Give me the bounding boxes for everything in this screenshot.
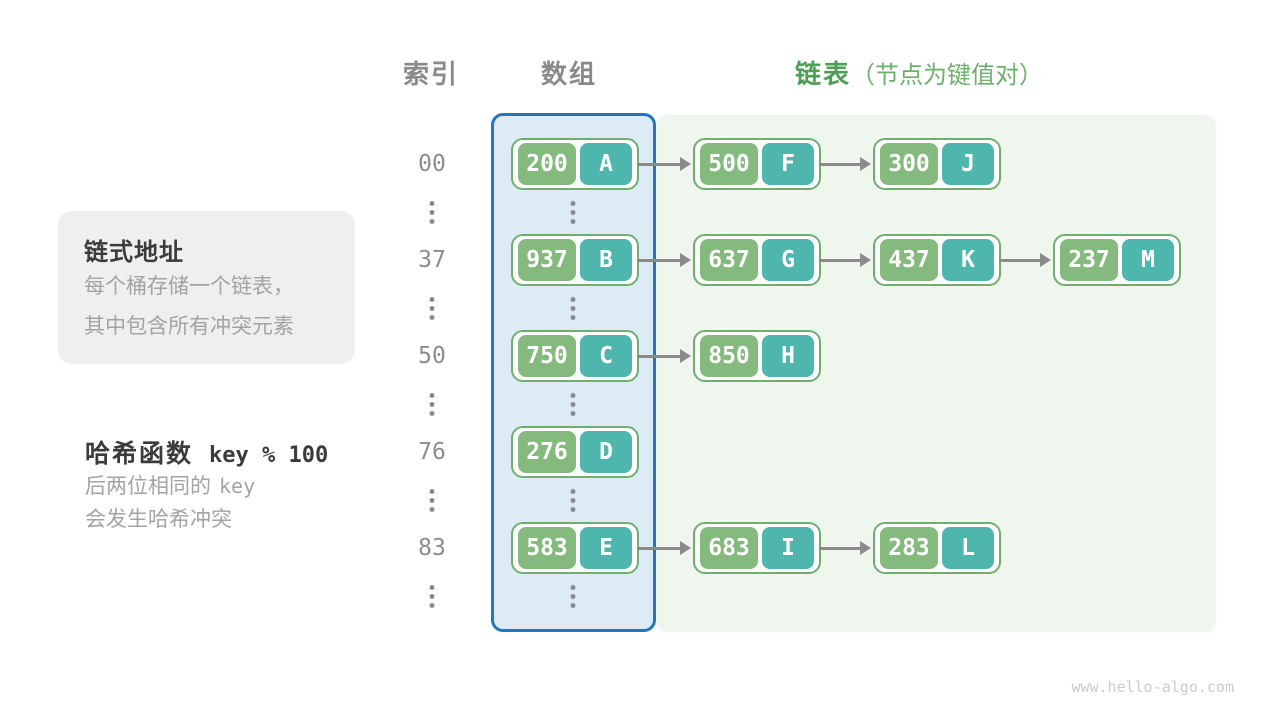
pair-key-cell: 683 [700, 527, 758, 569]
column-header-chain: 链表（节点为键值对） [795, 54, 1043, 91]
next-pointer-arrow [999, 253, 1051, 267]
ellipsis-dots [429, 585, 435, 608]
pair-key-cell: 237 [1060, 239, 1118, 281]
chain-header-title: 链表 [795, 59, 852, 89]
pair-value-cell: I [762, 527, 814, 569]
pair-key-cell: 200 [518, 143, 576, 185]
ellipsis-dots [570, 585, 576, 608]
pair-value-cell: D [580, 431, 632, 473]
pair-value-cell: J [942, 143, 994, 185]
hash-function-note: 哈希函数 key % 100 后两位相同的 key 会发生哈希冲突 [85, 434, 405, 536]
pair-key-cell: 300 [880, 143, 938, 185]
column-header-index: 索引 [402, 59, 460, 89]
next-pointer-arrow [819, 253, 871, 267]
hash-function-title: 哈希函数 key % 100 [85, 434, 405, 470]
pair-value-cell: M [1122, 239, 1174, 281]
hash-note-line1-text: 后两位相同的 [85, 475, 211, 498]
hash-note-line1: 后两位相同的 key [85, 470, 405, 503]
pair-value-cell: A [580, 143, 632, 185]
chain-header-note: （节点为键值对） [851, 62, 1044, 89]
pair-value-cell: K [942, 239, 994, 281]
pair-key-cell: 937 [518, 239, 576, 281]
pair-value-cell: E [580, 527, 632, 569]
next-pointer-arrow [637, 541, 691, 555]
next-pointer-arrow [819, 541, 871, 555]
ellipsis-dots [570, 201, 576, 224]
info-box-title: 链式地址 [84, 239, 184, 266]
pair-value-cell: G [762, 239, 814, 281]
pair-key-cell: 437 [880, 239, 938, 281]
pair-key-cell: 283 [880, 527, 938, 569]
hash-function-title-cn: 哈希函数 [85, 440, 194, 468]
hash-note-line2: 会发生哈希冲突 [85, 508, 232, 531]
column-header-array: 数组 [540, 59, 598, 89]
pair-key-cell: 850 [700, 335, 758, 377]
bucket-index-label: 76 [418, 439, 446, 465]
pair-value-cell: H [762, 335, 814, 377]
ellipsis-dots [570, 489, 576, 512]
hash-note-line1-code: key [219, 474, 256, 498]
pair-key-cell: 500 [700, 143, 758, 185]
bucket-index-label: 83 [418, 535, 446, 561]
pair-key-cell: 750 [518, 335, 576, 377]
pair-key-cell: 583 [518, 527, 576, 569]
ellipsis-dots [570, 393, 576, 416]
watermark: www.hello-algo.com [1071, 678, 1234, 696]
hash-function-code: key % 100 [209, 443, 329, 468]
next-pointer-arrow [637, 349, 691, 363]
info-box-line2: 其中包含所有冲突元素 [84, 315, 294, 338]
pair-value-cell: F [762, 143, 814, 185]
next-pointer-arrow [637, 157, 691, 171]
next-pointer-arrow [637, 253, 691, 267]
ellipsis-dots [429, 297, 435, 320]
pair-value-cell: L [942, 527, 994, 569]
pair-value-cell: B [580, 239, 632, 281]
ellipsis-dots [429, 393, 435, 416]
bucket-index-label: 00 [418, 151, 446, 177]
ellipsis-dots [570, 297, 576, 320]
pair-value-cell: C [580, 335, 632, 377]
pair-key-cell: 276 [518, 431, 576, 473]
ellipsis-dots [429, 489, 435, 512]
info-box-line1: 每个桶存储一个链表， [84, 275, 294, 298]
pair-key-cell: 637 [700, 239, 758, 281]
bucket-index-label: 50 [418, 343, 446, 369]
bucket-index-label: 37 [418, 247, 446, 273]
concept-info-box: 链式地址 每个桶存储一个链表， 其中包含所有冲突元素 [58, 211, 355, 364]
ellipsis-dots [429, 201, 435, 224]
next-pointer-arrow [819, 157, 871, 171]
